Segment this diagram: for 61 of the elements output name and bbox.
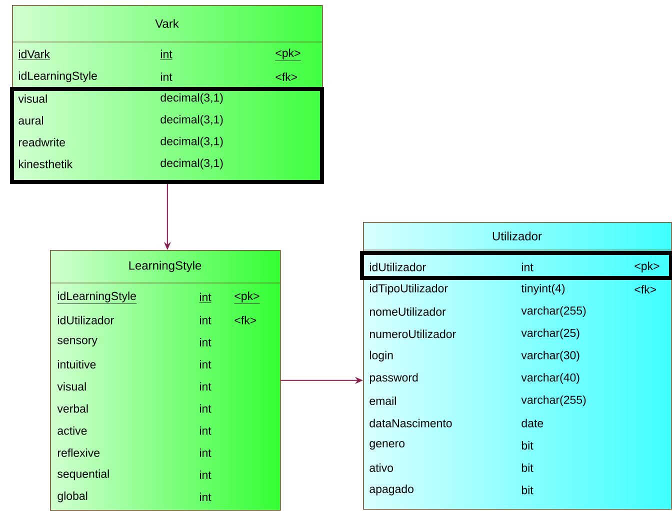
column-type: int — [160, 50, 173, 60]
column-name: aural — [18, 116, 43, 125]
column-name: idUtilizador — [370, 262, 426, 272]
column-type: int — [200, 426, 212, 435]
column-name: email — [370, 396, 396, 406]
column-name: idLearningStyle — [18, 71, 97, 82]
column-type: varchar(255) — [521, 395, 586, 406]
key-marker: <pk> — [634, 262, 660, 272]
column-type: decimal(3,1) — [160, 115, 223, 126]
column-name: nomeUtilizador — [370, 307, 446, 316]
column-type: int — [200, 338, 212, 346]
column-name: idUtilizador — [58, 316, 114, 324]
column-name: login — [370, 350, 393, 362]
column-name: visual — [18, 94, 47, 103]
column-type: bit — [522, 463, 534, 472]
column-name: active — [58, 426, 87, 435]
column-type: int — [522, 262, 534, 272]
column-type: int — [199, 292, 212, 303]
column-type: int — [200, 360, 212, 368]
column-type: tinyint(4) — [521, 284, 565, 295]
column-type: varchar(40) — [521, 373, 580, 384]
column-name: global — [58, 492, 88, 502]
column-type: int — [160, 72, 172, 82]
column-name: password — [370, 373, 418, 384]
column-type: int — [200, 316, 212, 324]
column-type: int — [200, 470, 212, 479]
column-type: date — [522, 418, 544, 428]
column-type: varchar(30) — [521, 350, 580, 362]
column-type: int — [200, 382, 212, 391]
column-type: varchar(25) — [521, 328, 580, 340]
column-name: sensory — [58, 338, 98, 346]
column-type: int — [200, 492, 212, 502]
column-name: apagado — [370, 484, 414, 496]
column-type: bit — [522, 441, 534, 450]
column-name: idVark — [18, 50, 50, 60]
table-title: Vark — [155, 19, 179, 28]
column-name: reflexive — [58, 448, 100, 457]
column-type: decimal(3,1) — [160, 93, 223, 104]
column-type: varchar(255) — [521, 306, 586, 317]
column-type: bit — [522, 486, 534, 494]
column-name: visual — [57, 382, 86, 391]
key-marker: <fk> — [234, 316, 256, 324]
column-name: intuitive — [58, 360, 96, 369]
column-type: decimal(3,1) — [160, 158, 223, 170]
column-type: decimal(3,1) — [160, 136, 223, 148]
column-name: genero — [370, 441, 405, 450]
column-name: verbal — [57, 404, 88, 413]
key-marker: <fk> — [276, 72, 298, 81]
column-name: numeroUtilizador — [370, 330, 456, 338]
column-name: kinesthetik — [18, 160, 73, 168]
column-name: idLearningStyle — [57, 292, 137, 304]
column-name: idTipoUtilizador — [370, 284, 448, 295]
table-title: LearningStyle — [129, 260, 202, 272]
table-title: Utilizador — [492, 232, 542, 240]
key-marker: <fk> — [634, 285, 656, 294]
column-name: readwrite — [18, 138, 65, 146]
column-type: int — [200, 404, 212, 413]
column-name: sequential — [58, 469, 109, 480]
column-name: ativo — [370, 463, 393, 472]
column-name: dataNascimento — [370, 418, 452, 428]
column-type: int — [200, 448, 212, 457]
